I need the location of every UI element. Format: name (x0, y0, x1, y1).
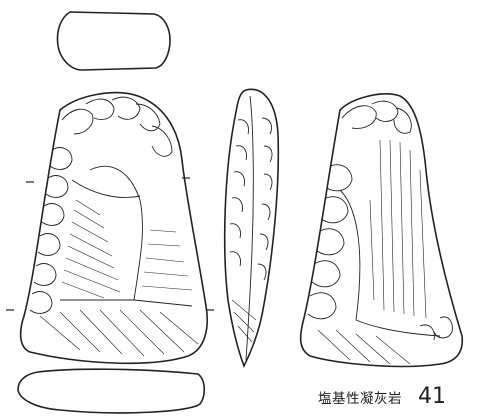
side-view (225, 89, 279, 366)
front-face-view (6, 93, 214, 364)
figure-caption: 塩基性凝灰岩 41 (318, 384, 446, 412)
material-label: 塩基性凝灰岩 (318, 391, 402, 407)
back-face-view (301, 94, 463, 366)
bottom-cross-section (18, 369, 204, 413)
top-cross-section (58, 12, 171, 70)
figure-number: 41 (418, 384, 446, 409)
